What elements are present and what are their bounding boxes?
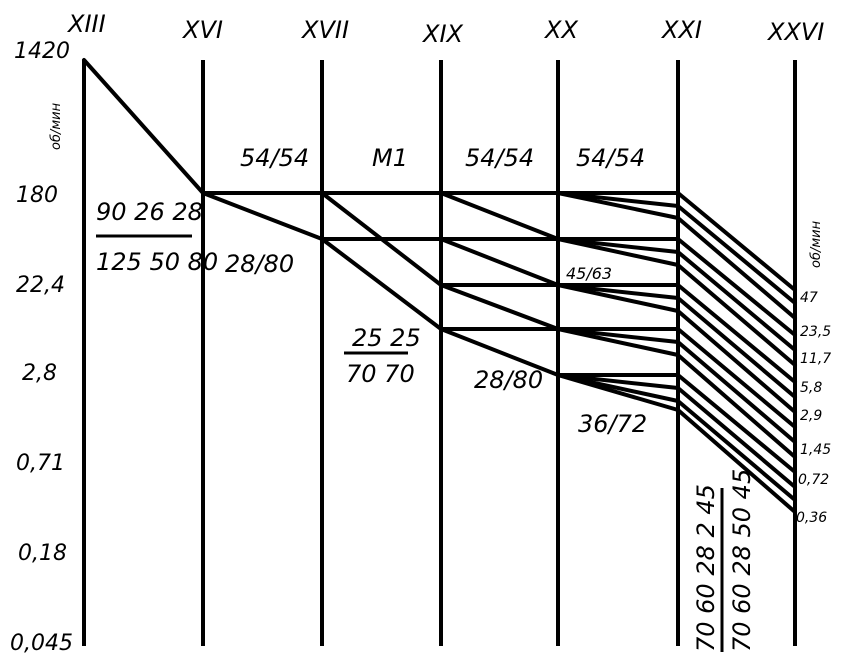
shaft-label-xiii: XIII	[66, 10, 106, 38]
ray-xxi-xxvi-11	[676, 340, 797, 444]
ratio-xvi-xvii: 28/80	[225, 250, 294, 278]
gear-set-3-denominator: 70 60 28 50 45	[728, 469, 756, 652]
ray-xx-xxi-8	[556, 283, 680, 300]
rpm-scale: 1420 180 22,4 2,8 0,71 0,18 0,045 об/мин	[10, 39, 73, 656]
ray-xx-xxi-14	[556, 373, 680, 390]
gear-set-1-numerator: 90 26 28	[96, 198, 203, 226]
ray-xx-xxi-16	[556, 373, 680, 412]
speed-rays	[82, 58, 797, 514]
ray-xxi-xxvi-8	[676, 296, 797, 399]
ray-xxi-xxvi-4	[676, 237, 797, 337]
ratio-labels: 54/54 M1 54/54 54/54 28/80 45/63 28/80 3…	[225, 144, 647, 438]
ray-xxi-xxvi-10	[676, 327, 797, 429]
ray-xxi-xxvi-3	[676, 216, 797, 320]
shaft-label-xvii: XVII	[300, 16, 349, 44]
ratio-xix-xx-small: 45/63	[566, 264, 612, 283]
ray-xxi-xxvi-7	[676, 283, 797, 384]
ray-xix-xx-b	[439, 191, 560, 241]
output-rpm-47: 47	[800, 290, 818, 306]
rpm-label-1420: 1420	[14, 39, 70, 64]
ray-xix-xx-f	[439, 283, 560, 331]
ratio-m1: M1	[372, 144, 408, 172]
gear-set-1-denominator: 125 50 80	[96, 248, 218, 276]
shaft-label-xix: XIX	[421, 20, 464, 48]
rpm-unit-right: об/мин	[809, 220, 824, 268]
ray-xx-xxi-5	[556, 237, 680, 254]
ray-xxi-xxvi-14	[676, 386, 797, 489]
rpm-label-22-4: 22,4	[16, 273, 65, 298]
ray-xvi-xvii-b	[201, 191, 324, 241]
ray-xvii-xix-d	[320, 237, 443, 331]
ray-xix-xx-h	[439, 327, 560, 377]
shaft-labels: XIII XVI XVII XIX XX XXI XXVI	[66, 10, 824, 48]
ray-xix-xx-d	[439, 237, 560, 287]
rpm-label-180: 180	[16, 183, 58, 208]
ray-xx-xxi-3	[556, 191, 680, 220]
ray-xx-xxi-9	[556, 283, 680, 313]
rpm-label-0-18: 0,18	[18, 541, 67, 566]
ratio-top-xx-xxi: 54/54	[576, 144, 645, 172]
ratio-top-xvi-xvii: 54/54	[240, 144, 309, 172]
output-rpm-2-9: 2,9	[800, 408, 822, 424]
ray-xxi-xxvi-5	[676, 250, 797, 352]
gear-set-2-numerator: 25 25	[352, 324, 421, 352]
ratio-xx-xxi: 36/72	[578, 410, 647, 438]
gear-set-1: 90 26 28 125 50 80	[96, 198, 218, 276]
ray-xx-xxi-12	[556, 327, 680, 357]
ray-xxi-xxvi-2	[676, 204, 797, 305]
output-rpm-0-72: 0,72	[798, 472, 829, 488]
gear-set-3: 70 60 28 2 45 70 60 28 50 45	[692, 469, 756, 652]
shaft-label-xxvi: XXVI	[766, 18, 824, 46]
output-rpm-11-7: 11,7	[800, 351, 831, 367]
shaft-label-xxi: XXI	[660, 16, 702, 44]
output-rpm-23-5: 23,5	[800, 324, 831, 340]
output-rpm-1-45: 1,45	[800, 442, 831, 458]
ratio-top-xix-xx: 54/54	[465, 144, 534, 172]
ray-xxi-xxvi-13	[676, 373, 797, 474]
output-rpm: об/мин 47 23,5 11,7 5,8 2,9 1,45 0,72 0,…	[796, 220, 831, 526]
gear-set-2-denominator: 70 70	[346, 360, 415, 388]
gear-set-3-numerator: 70 60 28 2 45	[692, 484, 720, 652]
rpm-label-0-71: 0,71	[16, 451, 65, 476]
output-rpm-0-36: 0,36	[796, 510, 827, 526]
shaft-label-xx: XX	[543, 16, 578, 44]
rpm-label-0-045: 0,045	[10, 631, 73, 656]
shaft-label-xvi: XVI	[181, 16, 223, 44]
ray-xx-xxi-11	[556, 327, 680, 344]
ray-xxi-xxvi-9	[676, 309, 797, 414]
ray-xxi-xxvi-1	[676, 191, 797, 292]
ray-xx-xxi-6	[556, 237, 680, 267]
rpm-unit-left: об/мин	[49, 102, 64, 150]
ray-xiii-xvi	[82, 58, 205, 195]
ray-xxi-xxvi-16	[676, 408, 797, 514]
rpm-label-2-8: 2,8	[22, 361, 57, 386]
gear-set-2: 25 25 70 70	[344, 324, 421, 388]
ray-xxi-xxvi-6	[676, 263, 797, 367]
output-rpm-5-8: 5,8	[800, 380, 822, 396]
ratio-xix-xx: 28/80	[474, 366, 543, 394]
ray-xxi-xxvi-15	[676, 399, 797, 502]
ray-xxi-xxvi-12	[676, 353, 797, 459]
